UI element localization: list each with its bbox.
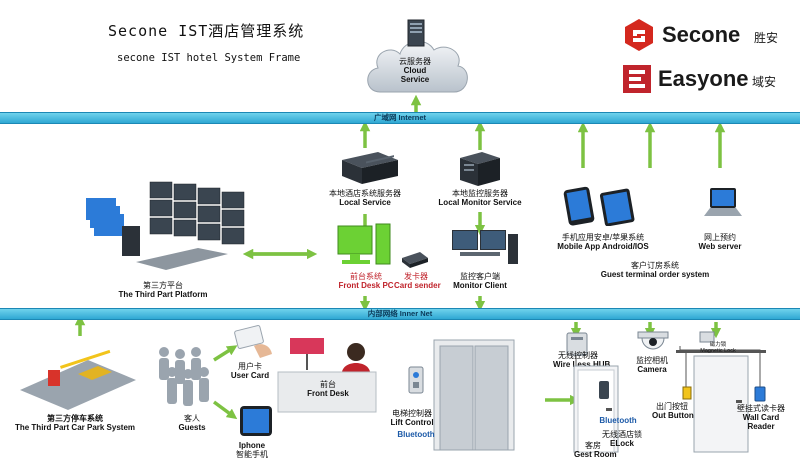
web-server-label: 网上预约 Web server [698, 233, 742, 251]
guests-label: 客人 Guests [178, 414, 206, 432]
wall-card-reader-icon [754, 386, 766, 402]
elevator-icon [433, 339, 515, 451]
card-sender-label: 发卡器 Card sender [394, 272, 441, 290]
page-title: Secone IST酒店管理系统 [108, 22, 305, 40]
user-card-label: 用户卡 User Card [230, 362, 270, 380]
cloud-label: 云服务器 Cloud Service [399, 57, 431, 84]
mobile-devices-icon [563, 186, 635, 226]
easyone-logo-cn: 域安 [752, 75, 777, 89]
iphone-icon [240, 406, 272, 436]
lift-control-label: 电梯控制器 Lift Control [390, 409, 434, 427]
easyone-logo: Easyone 域安 [622, 64, 792, 98]
wireless-hub-icon [566, 332, 588, 356]
secone-logo-icon [625, 19, 653, 51]
guest-room-label: 客房 Gest Room [574, 441, 617, 459]
secone-logo-cn: 胜安 [754, 31, 779, 45]
monitor-client-icon [452, 230, 518, 264]
front-desk-pc-label: 前台系统 Front Desk PC [338, 272, 394, 290]
local-service-server-icon [342, 152, 398, 184]
card-sender-icon [402, 252, 428, 268]
front-desk-label: 前台 Front Desk [307, 380, 349, 398]
mobile-app-label: 手机应用安卓/苹果系统 Mobile App Android/IOS [557, 233, 649, 251]
lift-control-icon [408, 366, 424, 394]
arrow-guests-card [213, 345, 238, 362]
access-door-icon [676, 331, 766, 453]
page-subtitle: secone IST hotel System Frame [117, 52, 301, 64]
iphone-label: Iphone 智能手机 [236, 441, 268, 459]
out-button-label: 出门按钮 Out Button [652, 402, 694, 420]
elock-label: 无线酒店锁 ELock [602, 430, 642, 448]
local-monitor-label: 本地监控服务器 Local Monitor Service [438, 189, 522, 207]
magnetic-lock-label: 磁力锁 Magnetic Lock [700, 342, 736, 354]
car-park-label: 第三方停车系统 The Third Part Car Park System [14, 414, 136, 432]
local-monitor-server-icon [460, 152, 500, 186]
camera-label: 监控相机 Camera [636, 356, 668, 374]
user-card-icon [234, 325, 272, 358]
camera-icon [637, 331, 669, 350]
easyone-logo-text: Easyone [658, 66, 749, 91]
guest-room-door-icon [573, 365, 619, 453]
front-desk-pc-icon [337, 223, 391, 265]
elock-icon [599, 381, 609, 399]
inner-net-bus: 内部网络 Inner Net [0, 308, 800, 320]
elock-bluetooth-badge: Bluetooth [599, 416, 637, 425]
lift-bluetooth-badge: Bluetooth [397, 430, 435, 439]
out-button-icon [682, 386, 692, 400]
local-service-label: 本地酒店系统服务器 Local Service [329, 189, 401, 207]
secone-logo: Secone 胜安 [622, 18, 792, 52]
front-desk-icon [277, 338, 377, 413]
wireless-hub-label: 无线控制器 Wire Less HUB [553, 351, 611, 369]
easyone-logo-icon [623, 65, 651, 93]
arrow-guests-phone [212, 400, 238, 420]
wall-card-reader-label: 壁挂式读卡器 Wall Card Reader [737, 404, 785, 431]
third-platform-label: 第三方平台 The Third Part Platform [118, 281, 208, 299]
internet-bus: 广域网 Internet [0, 112, 800, 124]
third-party-platform-icon [86, 181, 245, 270]
laptop-icon [704, 188, 742, 216]
cloud-icon [367, 19, 468, 93]
car-park-icon [20, 349, 136, 410]
guest-terminal-label: 客户订房系统 Guest terminal order system [600, 261, 710, 279]
secone-logo-text: Secone [662, 22, 741, 47]
monitor-client-label: 监控客户端 Monitor Client [453, 272, 507, 290]
guests-icon [159, 347, 209, 406]
